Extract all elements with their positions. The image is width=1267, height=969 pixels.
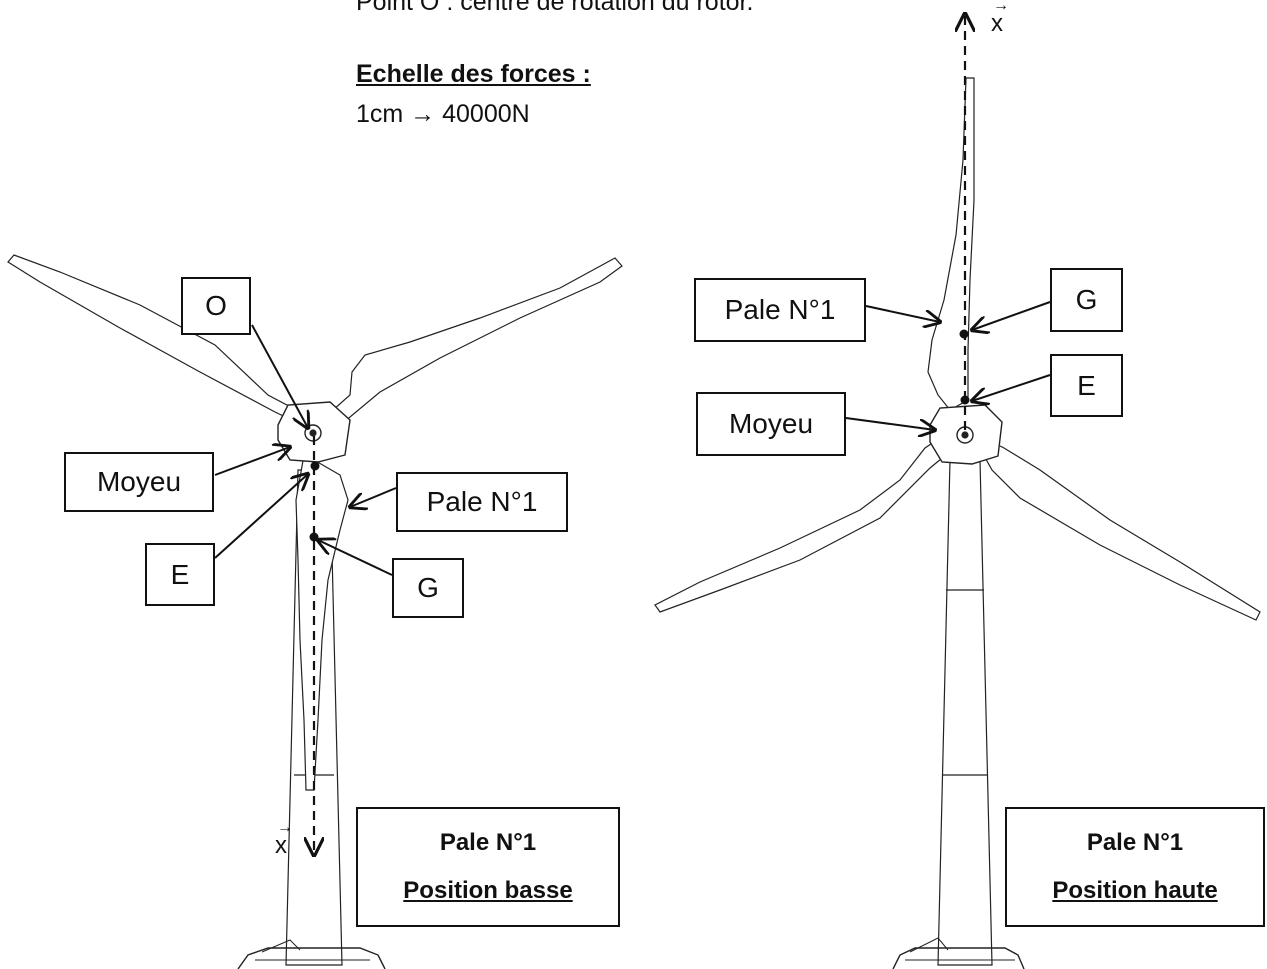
right-base [892, 947, 1025, 969]
right-leader-g [972, 301, 1051, 330]
right-leader-pale [865, 305, 940, 322]
right-leader-e [972, 374, 1051, 401]
right-axis-label: →x [991, 0, 1009, 38]
left-leader-pale [350, 487, 397, 507]
right-label-e: E [1050, 354, 1123, 417]
right-blade-lower-left [654, 437, 953, 613]
left-label-g: G [392, 558, 464, 618]
left-info-line1: Pale N°1 [439, 829, 537, 856]
left-point-e [310, 461, 320, 471]
left-turbine [7, 254, 623, 969]
left-leader-g [318, 540, 393, 576]
left-label-o: O [181, 277, 251, 335]
right-tower [937, 459, 993, 966]
left-blade-upper-right [323, 257, 623, 433]
right-info-box: Pale N°1 Position haute [1005, 807, 1265, 927]
left-label-e: E [145, 543, 215, 606]
left-info-box: Pale N°1 Position basse [356, 807, 620, 927]
vector-arrow-icon: → [277, 819, 293, 836]
right-turbine [654, 14, 1261, 969]
right-leader-moyeu [845, 417, 935, 430]
scale-title: Echelle des forces : [356, 60, 591, 88]
left-leader-moyeu [214, 447, 290, 476]
right-label-g: G [1050, 268, 1123, 332]
right-blade-lower-right [981, 439, 1261, 621]
left-leader-o [251, 324, 308, 428]
right-blade-up [927, 77, 975, 411]
right-label-pale: Pale N°1 [694, 278, 866, 342]
left-point-g [309, 532, 319, 542]
point-o-caption: Point O : centre de rotation du rotor. [356, 0, 754, 16]
scale-value: 1cm → 40000N [356, 100, 530, 128]
left-axis-label: →x [275, 819, 293, 859]
left-label-moyeu: Moyeu [64, 452, 214, 512]
right-label-moyeu: Moyeu [696, 392, 846, 456]
left-label-pale: Pale N°1 [396, 472, 568, 532]
vector-arrow-icon: → [993, 0, 1009, 14]
right-point-e [960, 395, 970, 405]
left-leader-e [214, 474, 308, 559]
right-point-g [959, 329, 969, 339]
right-info-line1: Pale N°1 [1086, 829, 1184, 856]
left-info-line2: Position basse [403, 877, 573, 904]
left-blade-upper-left [7, 254, 301, 424]
right-info-line2: Position haute [1052, 877, 1218, 904]
left-base [237, 947, 386, 969]
